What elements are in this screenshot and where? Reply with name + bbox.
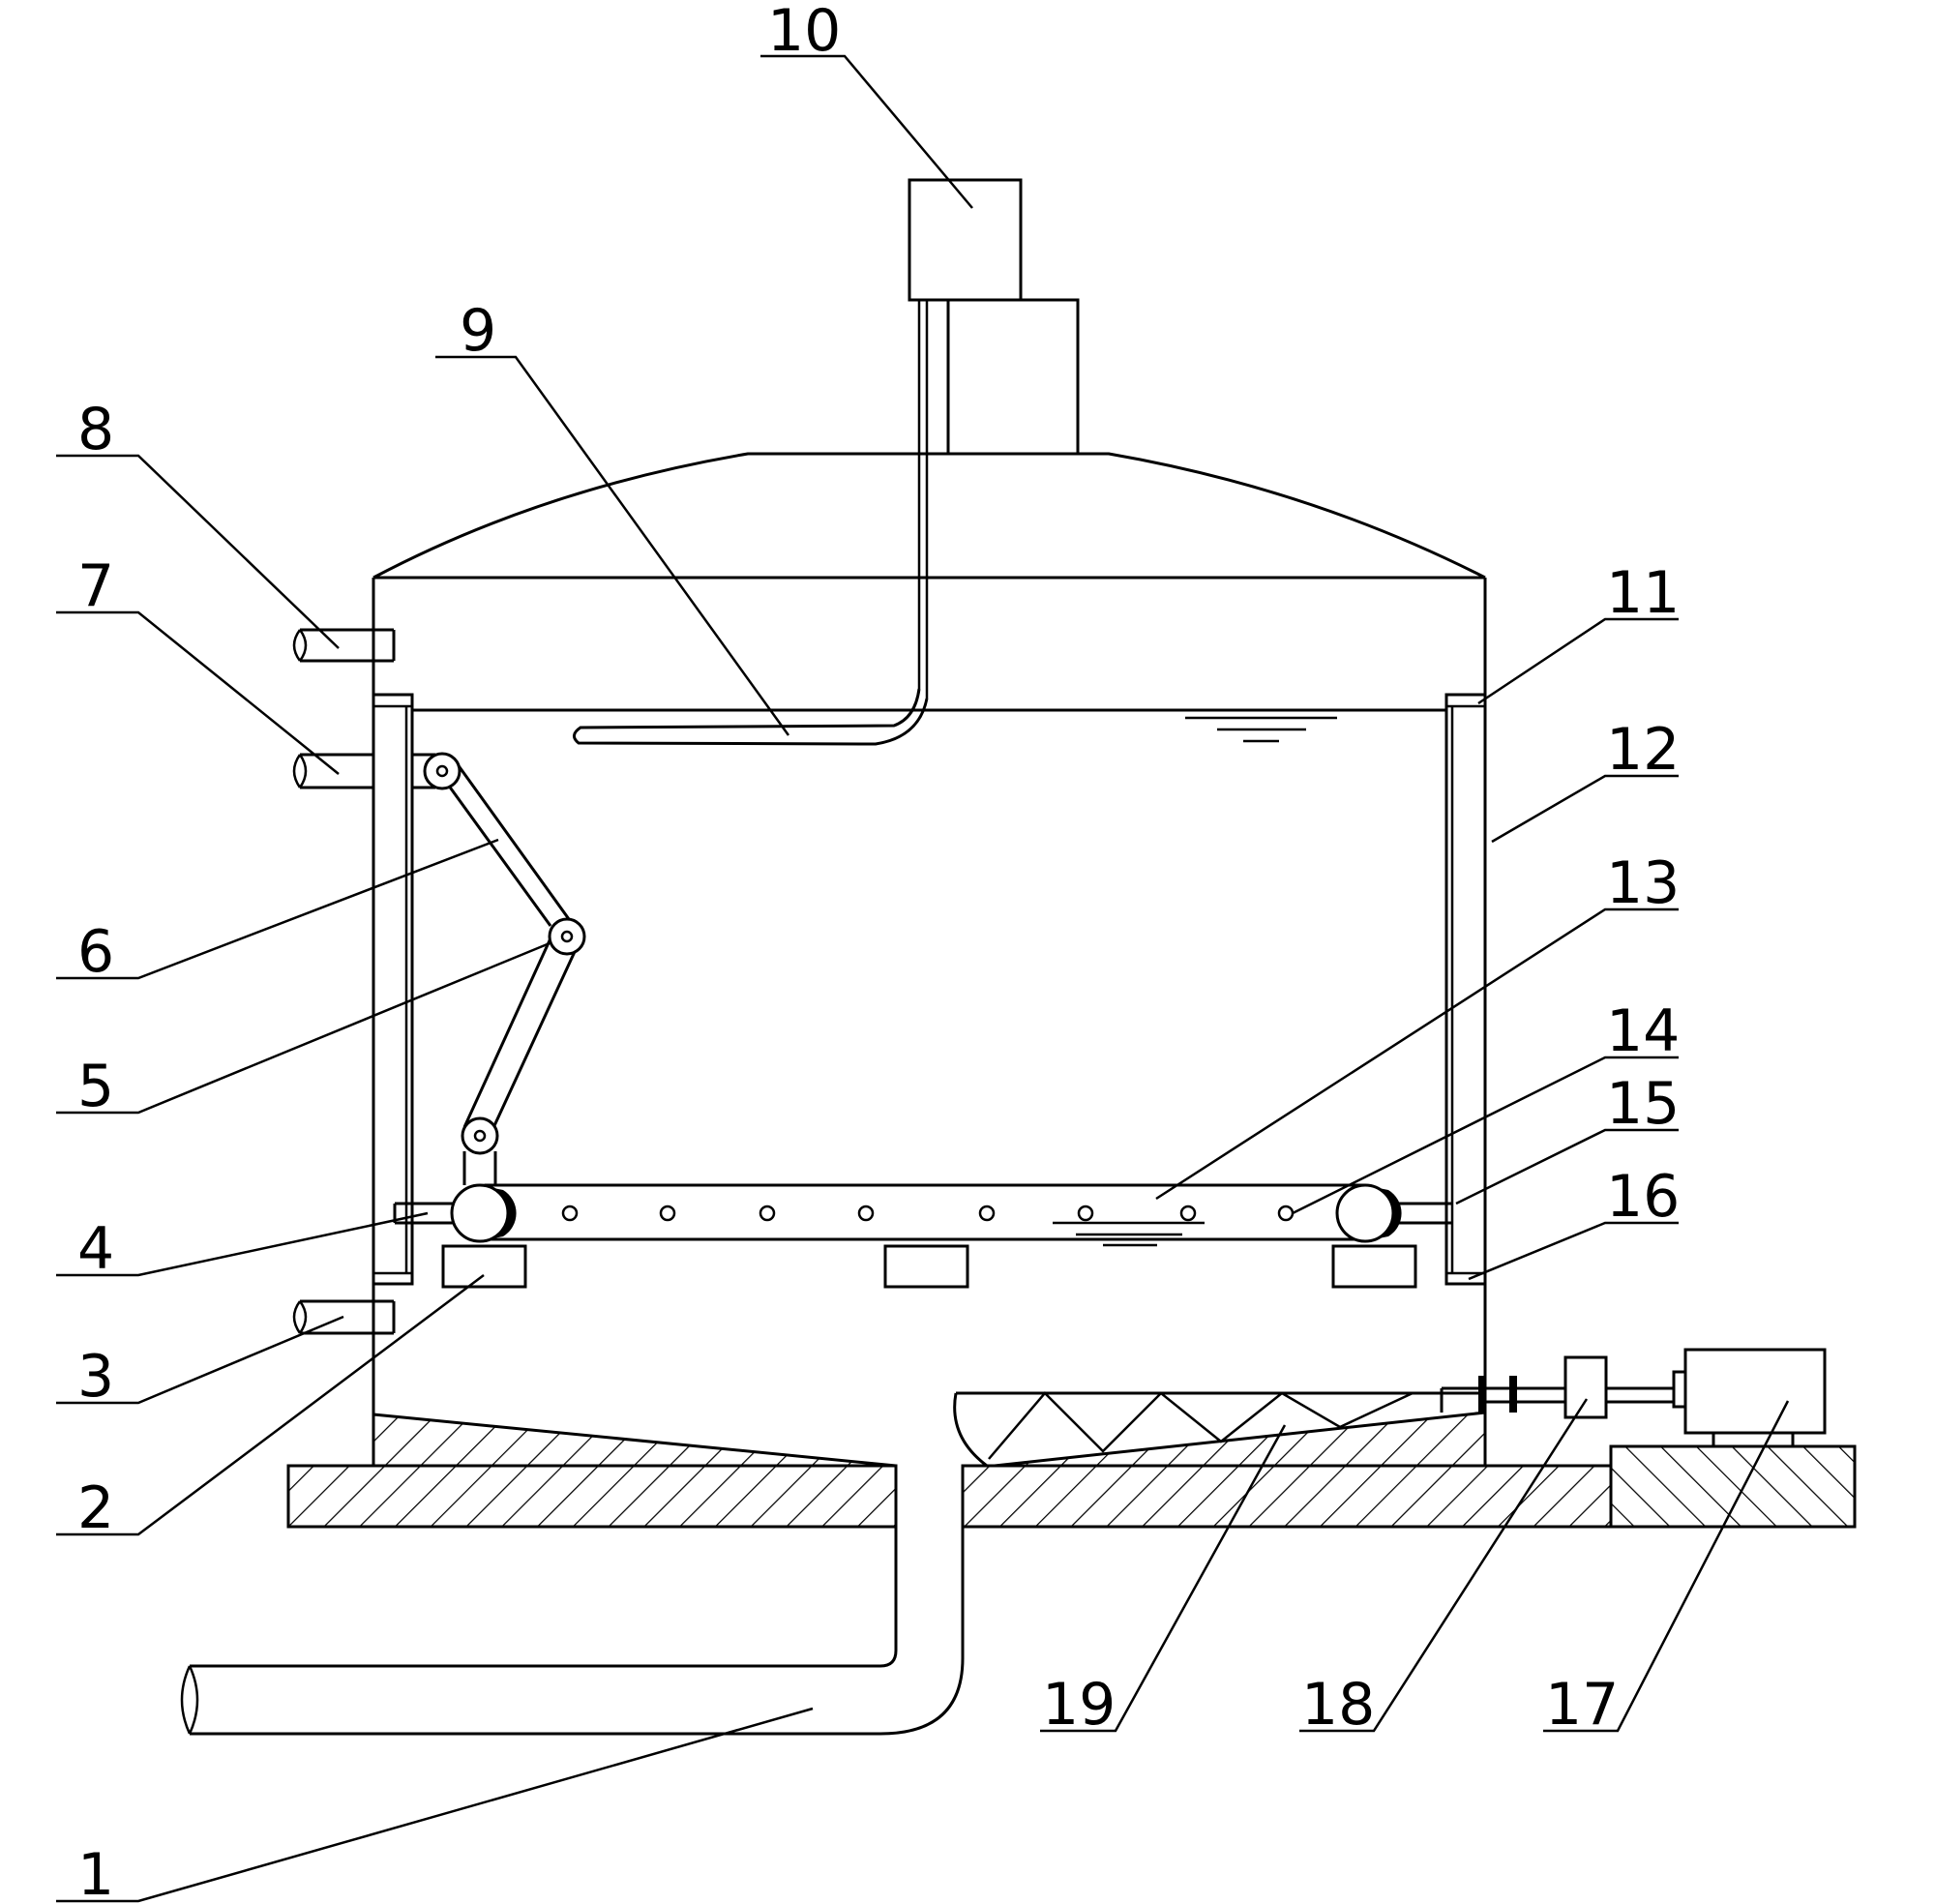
label-5: 5 <box>77 1053 114 1120</box>
drain-pipe <box>180 1466 965 1736</box>
support-blocks <box>441 1244 1417 1289</box>
label-3: 3 <box>77 1343 114 1411</box>
leader-lines <box>56 54 1790 1903</box>
label-17: 17 <box>1545 1671 1619 1739</box>
label-10: 10 <box>767 0 841 65</box>
label-15: 15 <box>1606 1070 1680 1138</box>
label-6: 6 <box>77 918 114 986</box>
dome-cover <box>372 452 1486 580</box>
label-16: 16 <box>1606 1163 1680 1231</box>
left-guide-rail <box>372 693 414 1286</box>
label-14: 14 <box>1606 997 1680 1065</box>
drive-motor <box>1672 1348 1827 1448</box>
label-7: 7 <box>77 552 114 620</box>
top-motor-unit <box>908 178 1080 699</box>
perforated-beam <box>484 1183 1366 1247</box>
left-roller <box>393 1183 517 1243</box>
number-labels: 10 9 8 7 6 5 4 3 2 1 11 12 13 14 15 16 1… <box>77 0 1680 1904</box>
label-12: 12 <box>1606 716 1680 784</box>
label-2: 2 <box>77 1474 114 1542</box>
pipe-3 <box>292 1299 396 1335</box>
label-19: 19 <box>1042 1671 1116 1739</box>
label-13: 13 <box>1606 849 1680 917</box>
coupling <box>1563 1355 1608 1419</box>
right-roller <box>1335 1183 1452 1243</box>
pipe-7 <box>292 753 435 789</box>
label-1: 1 <box>77 1841 114 1904</box>
label-8: 8 <box>77 396 114 463</box>
label-4: 4 <box>77 1215 114 1283</box>
base-foundation <box>286 1411 1857 1529</box>
right-guide-rail <box>1444 693 1487 1286</box>
pipe-8 <box>292 628 396 663</box>
linkage-arm <box>423 752 586 1185</box>
drive-shaft <box>1478 1376 1674 1413</box>
water-surface <box>373 708 1485 743</box>
label-18: 18 <box>1301 1671 1375 1739</box>
label-9: 9 <box>460 297 496 365</box>
label-11: 11 <box>1606 559 1680 627</box>
skimmer-pipe <box>573 688 929 746</box>
